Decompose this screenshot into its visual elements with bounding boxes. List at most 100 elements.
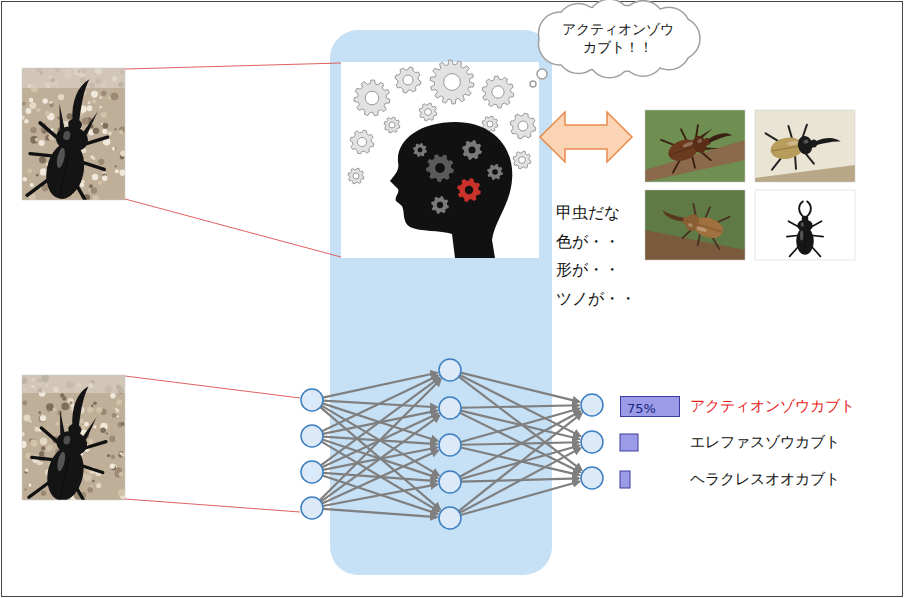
- beetle-photo: [40, 415, 46, 421]
- beetle-photo: [645, 110, 745, 182]
- thought-note: 色が・・: [556, 232, 620, 251]
- neuron: [439, 359, 461, 381]
- thinking-head-picture: [413, 143, 427, 157]
- thinking-head-picture: [419, 103, 437, 121]
- beetle-photo: [28, 483, 31, 486]
- beetle-photo: [107, 454, 110, 457]
- beetle-photo: [119, 452, 121, 454]
- beetle-photo: [104, 92, 106, 94]
- beetle: [787, 140, 799, 146]
- thinking-head-picture: [435, 163, 445, 173]
- beetle-photo: [98, 159, 104, 165]
- beetle-photo: [119, 130, 123, 134]
- speech-bubble-outline: [543, 6, 693, 71]
- thinking-head-picture: [513, 151, 531, 169]
- network-weight: [460, 411, 581, 477]
- thought-note: ツノが・・: [556, 289, 636, 308]
- leader-line: [125, 63, 341, 512]
- beetle: [82, 415, 97, 441]
- beetle: [799, 201, 803, 216]
- beetle-photo: [39, 451, 44, 456]
- neuron: [301, 359, 603, 529]
- beetle-photo: [30, 439, 37, 446]
- leader-line: [125, 199, 341, 257]
- beetle: [790, 247, 799, 257]
- beetle: [800, 125, 809, 138]
- thinking-head-picture: [519, 157, 526, 164]
- thinking-head-picture: [457, 178, 481, 202]
- thinking-head-picture: [354, 80, 390, 116]
- thinking-head-picture: [353, 173, 359, 179]
- beetle-photo: [119, 472, 123, 476]
- beetle-photo: [64, 123, 66, 125]
- beetle-photo: [58, 94, 64, 100]
- beetle-photo: [80, 419, 85, 424]
- beetle-photo: [92, 99, 96, 103]
- thinking-head-picture: [431, 196, 449, 214]
- beetle: [788, 126, 791, 139]
- beetle: [789, 221, 799, 227]
- beetle-photo: [92, 480, 95, 483]
- beetle-photo: [116, 399, 122, 405]
- beetle-photo: [84, 474, 91, 481]
- thinking-head-picture: [492, 86, 504, 98]
- beetle-photo: [106, 432, 108, 434]
- beetle-photo: [35, 427, 40, 432]
- thought-note: 形が・・: [556, 260, 620, 279]
- beetle: [690, 204, 699, 216]
- beetle-photo: [24, 119, 28, 123]
- beetle-photo: [29, 420, 31, 422]
- beetle-photo: [93, 195, 100, 200]
- beetle: [84, 438, 106, 453]
- network-weight: [461, 482, 580, 515]
- thought-note: 甲虫だな: [556, 203, 620, 222]
- thinking-head-picture: [518, 121, 528, 131]
- thinking-head-picture: [365, 91, 379, 105]
- beetle: [765, 117, 844, 173]
- beetle-photo: [755, 190, 855, 260]
- beetle: [70, 384, 88, 427]
- network-weight: [320, 379, 441, 500]
- thinking-head-picture: [492, 169, 498, 175]
- thinking-head-picture: [403, 75, 413, 85]
- beetle: [771, 146, 800, 151]
- beetle: [696, 224, 722, 232]
- model-panel: [330, 30, 552, 575]
- score-bar: [620, 471, 630, 488]
- beetle-photo: [119, 169, 125, 175]
- beetle-photo: [30, 183, 34, 187]
- photo-border: [645, 110, 745, 182]
- beetle-photo: [118, 451, 124, 457]
- beetle: [692, 125, 702, 138]
- beetle-photo: [92, 174, 98, 180]
- beetle: [705, 207, 710, 218]
- beetle: [70, 77, 89, 122]
- beetle: [691, 156, 696, 167]
- score-bar: [620, 434, 638, 451]
- beetle-photo: [88, 439, 93, 444]
- beetle: [709, 236, 722, 248]
- beetle-photo: [112, 413, 117, 418]
- beetle-photo: [111, 455, 115, 459]
- beetle-photo: [101, 91, 106, 96]
- beetle-photo: [120, 151, 125, 157]
- beetle: [63, 435, 71, 445]
- network-weight: [460, 375, 581, 436]
- speech-bubble-outline: [537, 69, 547, 79]
- beetle-photo: [755, 110, 855, 182]
- beetle-photo: [96, 483, 101, 488]
- beetle-photo: [88, 101, 91, 104]
- beetle: [794, 156, 797, 169]
- beetle: [688, 223, 694, 228]
- beetle-photo: [117, 415, 119, 417]
- thinking-head-picture: [395, 67, 421, 93]
- beetle-photo: [55, 421, 59, 425]
- leader-line: [125, 499, 300, 512]
- beetle-photo: [645, 190, 745, 260]
- beetle-photo: [93, 401, 97, 405]
- beetle-photo: [115, 169, 119, 173]
- beetle-photo: [112, 147, 115, 150]
- beetle: [805, 229, 806, 254]
- beetle: [696, 226, 707, 233]
